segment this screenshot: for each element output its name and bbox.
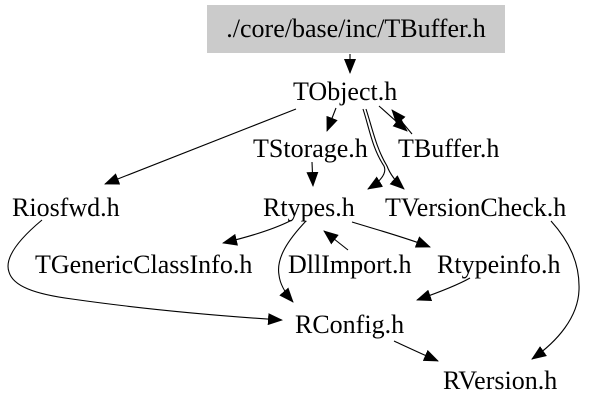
node-rtypes-h[interactable]: Rtypes.h [263,193,355,222]
edge-rtypeinfo-to-rconfig [416,277,471,302]
edge-tobject-to-riosfwd [104,108,297,185]
edge-tobject-to-rtypes [362,108,386,190]
node-riosfwd-h[interactable]: Riosfwd.h [12,193,120,222]
edge-dllimport-to-rtypes [323,230,349,251]
edge-tobject-to-tstorage [326,107,338,132]
edge-tstorage-to-rtypes [306,161,319,187]
node-tobject-h[interactable]: TObject.h [293,77,398,106]
edge-riosfwd-to-rconfig [7,219,283,326]
edge-rtypes-to-rtypeinfo [351,221,431,248]
node-rversion-h[interactable]: RVersion.h [443,366,558,395]
node-tbuffer-h[interactable]: TBuffer.h [398,134,500,163]
node-dllimport-h[interactable]: DllImport.h [288,250,412,279]
node-tstorage-h[interactable]: TStorage.h [253,134,368,163]
edge-rconfig-to-rversion [393,340,439,362]
edge-rtypes-to-tgenericclassinfo [222,220,291,246]
edge-rtypes-to-rconfig [277,220,307,303]
edge-tversioncheck-to-rversion [531,220,580,360]
node-rconfig-h[interactable]: RConfig.h [295,310,405,339]
edge-tbuffer-to-tobject [391,109,413,135]
node-tgenericclassinfo-h[interactable]: TGenericClassInfo.h [35,250,253,279]
node-rtypeinfo-h[interactable]: Rtypeinfo.h [437,250,561,279]
edge-tobject-to-tbuffer [378,105,408,132]
node-tversioncheck-h[interactable]: TVersionCheck.h [385,193,567,222]
edge-tobject-to-tversioncheck [365,108,405,190]
root-file-node: ./core/base/inc/TBuffer.h [207,5,505,53]
